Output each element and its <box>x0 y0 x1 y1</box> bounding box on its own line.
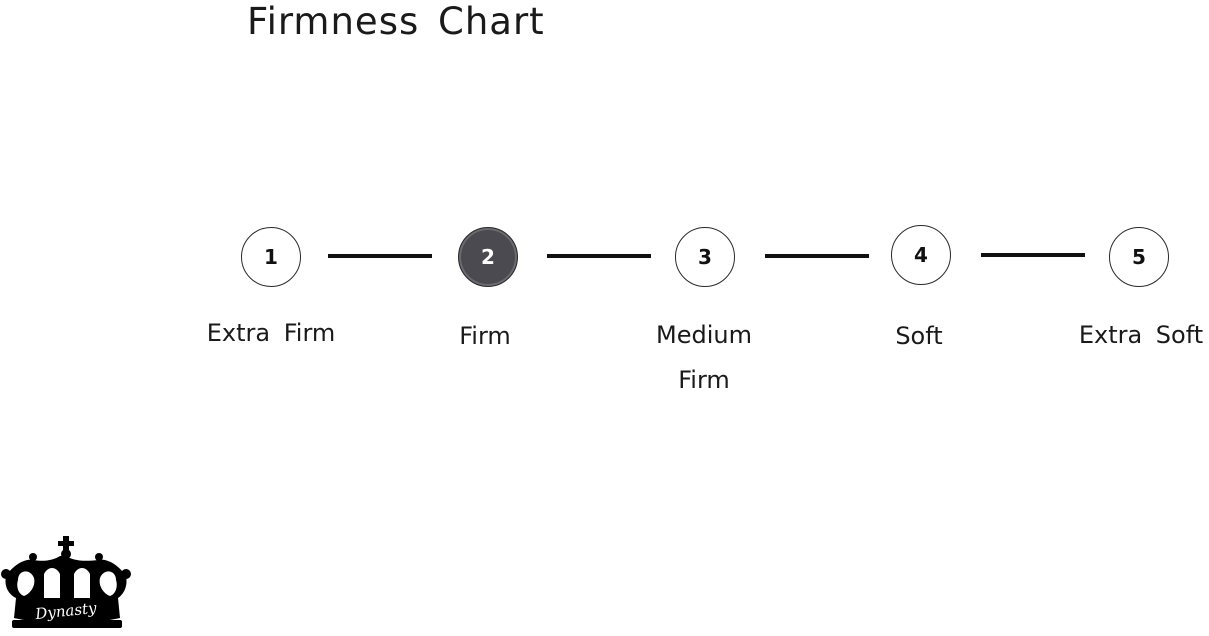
step-circle-3[interactable]: 3 <box>675 227 735 287</box>
connector-1-2 <box>328 254 432 258</box>
firmness-scale: 1 Extra Firm 2 Firm 3 Medium Firm 4 Soft… <box>206 225 1204 394</box>
step-circle-4[interactable]: 4 <box>891 225 951 285</box>
dynasty-logo: Dynasty <box>0 534 134 632</box>
connector-3-4 <box>765 254 869 258</box>
connector-4-5 <box>981 253 1085 257</box>
step-label-soft: Soft <box>895 322 943 350</box>
step-number: 1 <box>264 245 278 269</box>
step-number: 5 <box>1132 245 1146 269</box>
page-title: Firmness Chart <box>247 0 545 43</box>
step-circle-1[interactable]: 1 <box>241 227 301 287</box>
step-label-medium-firm: Medium Firm <box>656 321 752 394</box>
crown-icon: Dynasty <box>1 536 131 628</box>
step-number: 3 <box>698 245 712 269</box>
step-circle-2[interactable]: 2 <box>458 227 518 287</box>
step-label-firm: Firm <box>459 322 511 350</box>
connector-2-3 <box>547 254 651 258</box>
step-number: 2 <box>481 245 495 269</box>
step-label-extra-soft: Extra Soft <box>1078 321 1204 349</box>
step-number: 4 <box>914 243 928 267</box>
step-label-extra-firm: Extra Firm <box>206 319 336 347</box>
step-circle-5[interactable]: 5 <box>1109 227 1169 287</box>
